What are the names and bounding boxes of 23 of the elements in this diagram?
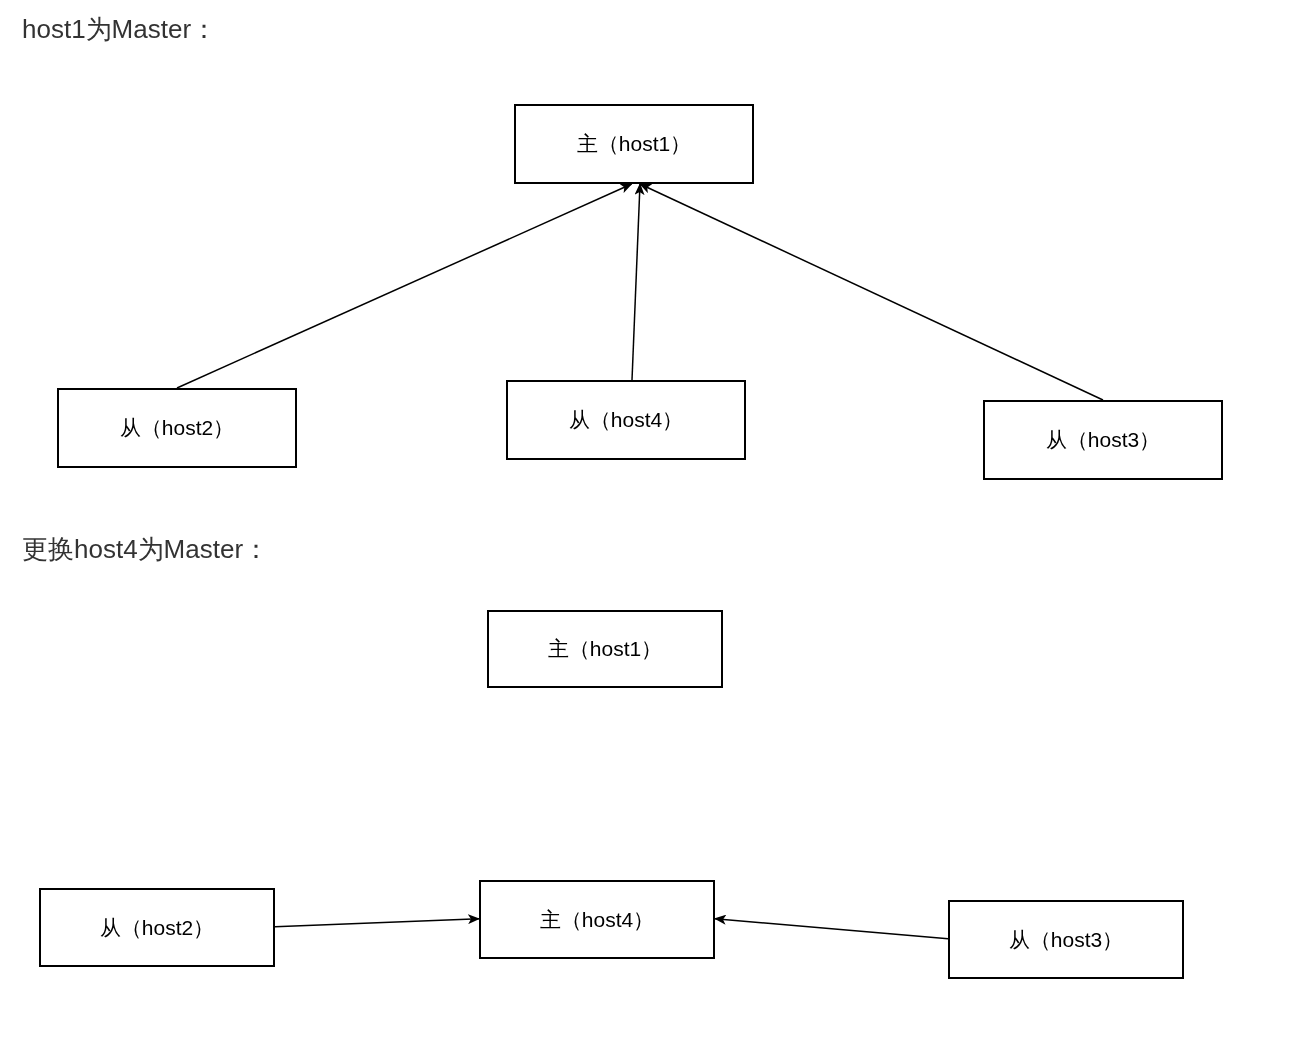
host-label: 主（host4） [539,906,655,933]
host-label: 从（host2） [99,914,215,941]
host-label: 主（host1） [547,636,663,663]
host-label: 从（host2） [119,415,235,442]
host-box [514,104,754,184]
section-heading: 更换host4为Master： [22,533,270,566]
host-box [479,880,715,959]
arrow [639,183,1104,401]
host-label: 从（host3） [1045,427,1161,454]
host-label: 从（host4） [568,407,684,434]
section-heading: host1为Master： [22,13,218,46]
host-label: 主（host1） [576,131,692,158]
arrow [631,183,645,381]
arrow [274,914,480,928]
arrow [176,183,633,389]
host-box [39,888,275,967]
host-box [506,380,746,460]
host-box [487,610,723,688]
host-label: 从（host3） [1008,926,1124,953]
host-box [948,900,1184,979]
host-box [57,388,297,468]
arrow [714,914,949,940]
host-box [983,400,1223,480]
